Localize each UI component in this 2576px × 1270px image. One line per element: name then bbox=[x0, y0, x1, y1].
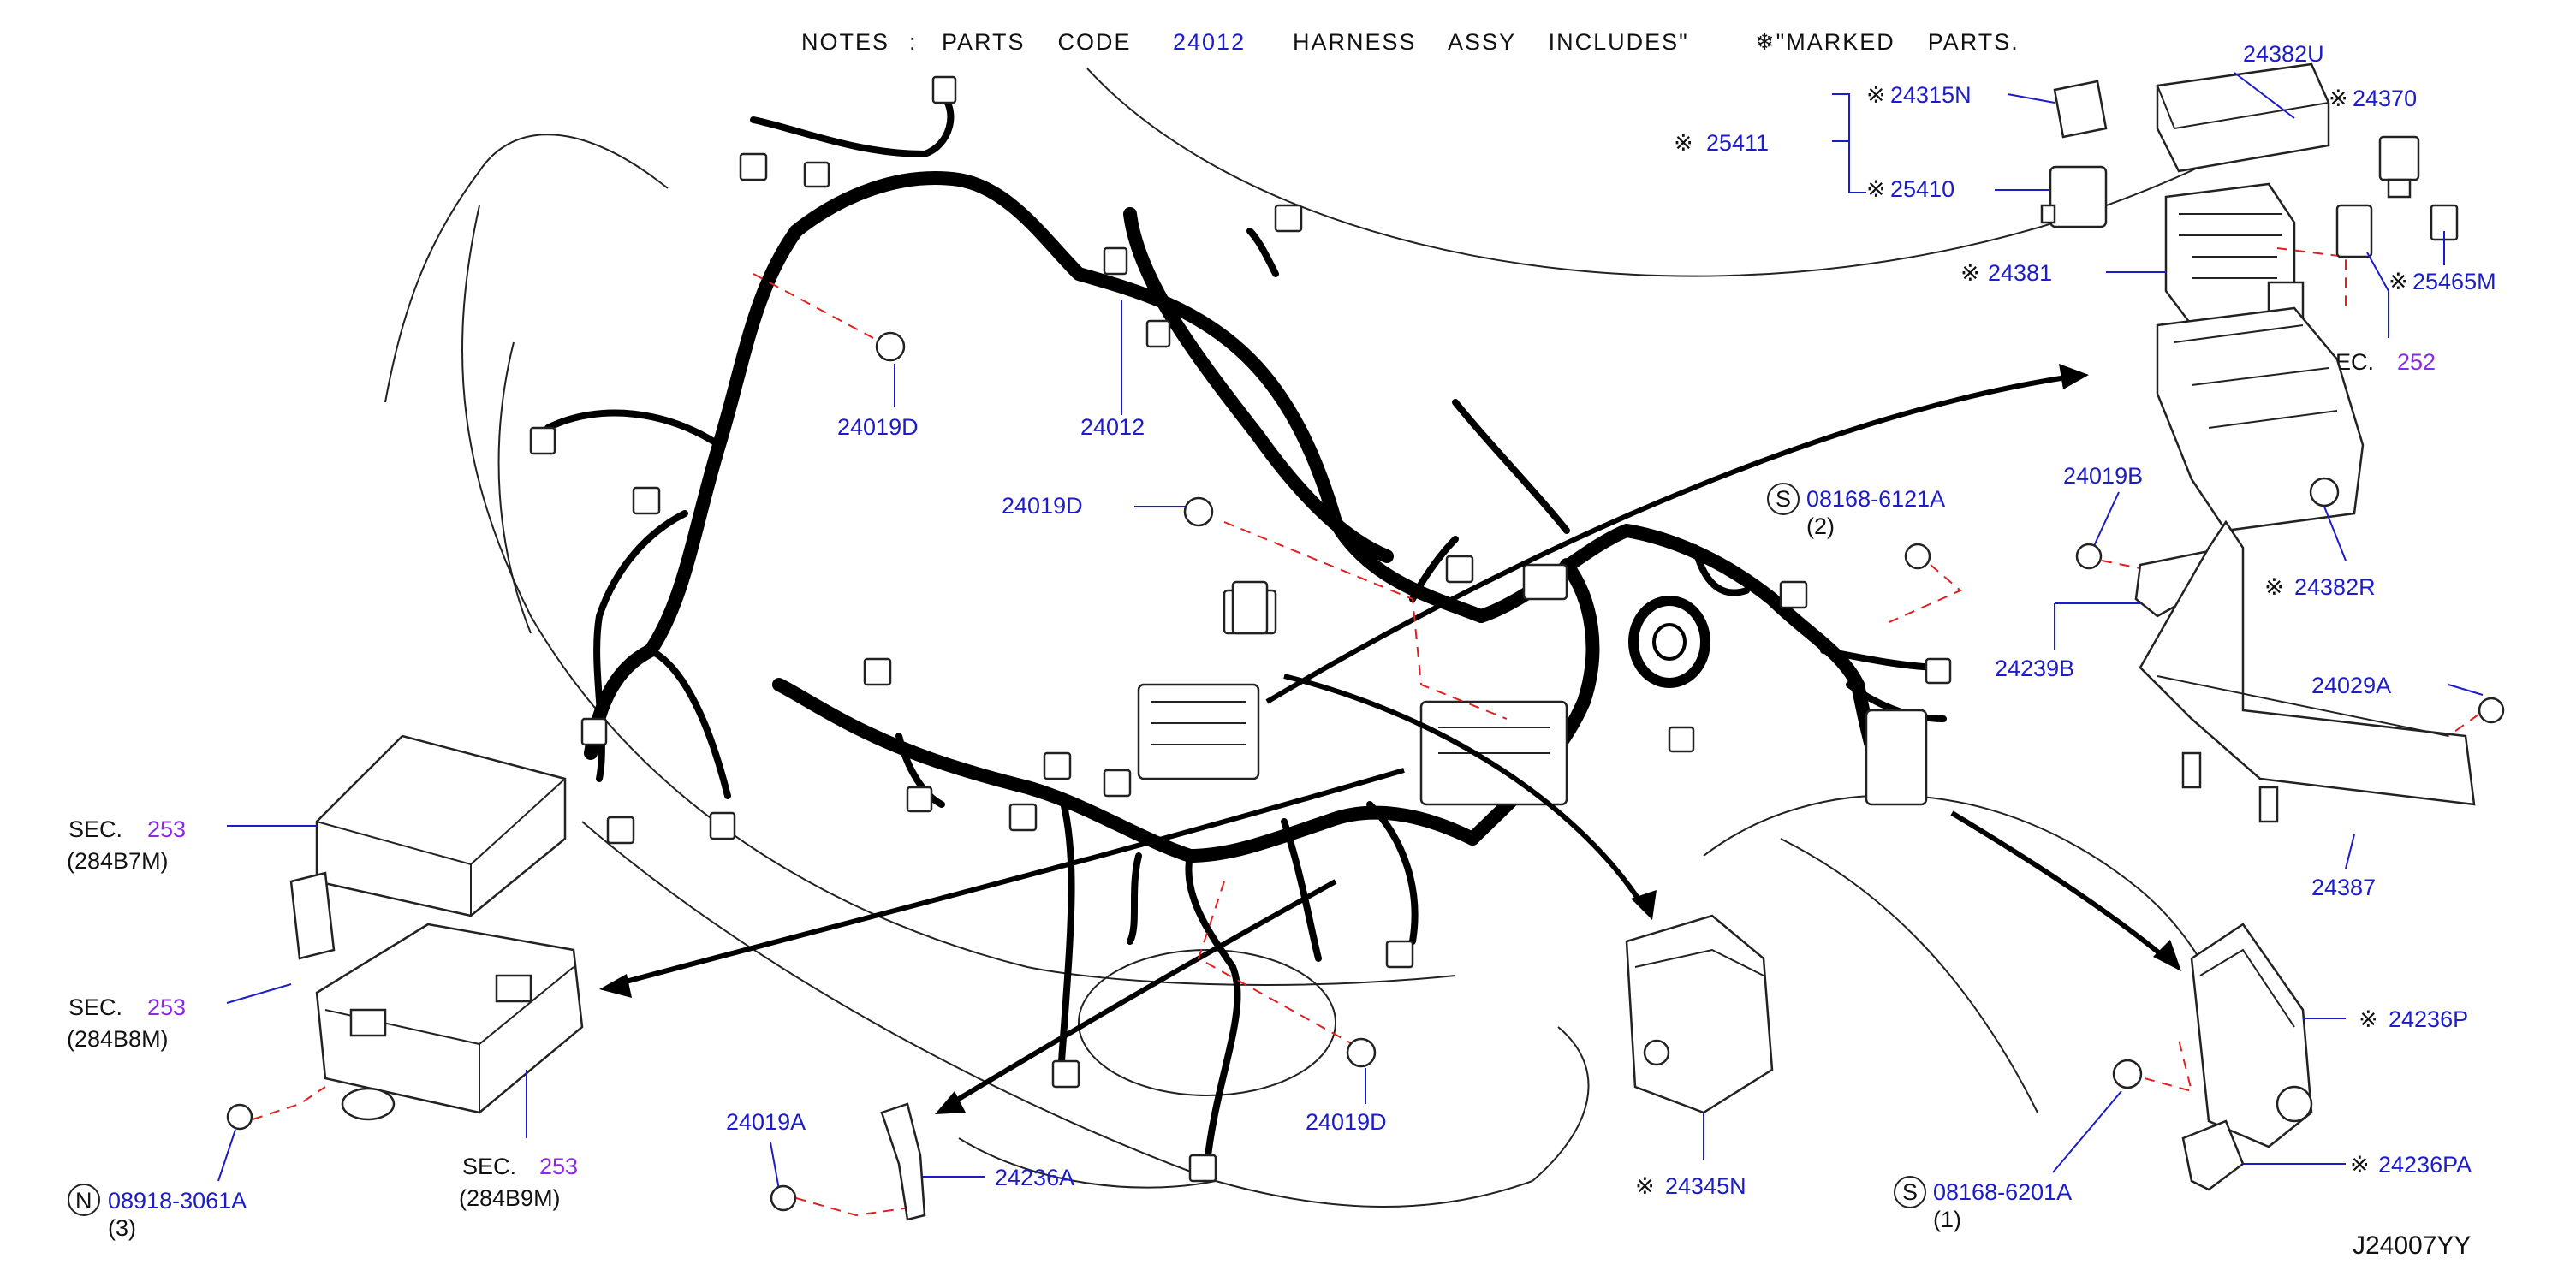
sec-253c-sub: (284B9M) bbox=[459, 1185, 561, 1211]
part-25411[interactable]: 25411 bbox=[1706, 130, 1769, 156]
mark-24236P: ※ bbox=[2359, 1006, 2378, 1032]
circle-s-6201A: S bbox=[1902, 1179, 1918, 1205]
mark-24370: ※ bbox=[2329, 86, 2348, 111]
sec-253a-sub: (284B7M) bbox=[67, 848, 169, 874]
mark-25465M: ※ bbox=[2389, 269, 2408, 294]
bolt-24019D-top: 24019D bbox=[753, 273, 919, 440]
part-24012[interactable]: 24012 bbox=[1080, 414, 1145, 440]
circle-s-6121A: S bbox=[1776, 486, 1791, 512]
circle-n-08918: N bbox=[75, 1188, 92, 1214]
mark-24236PA: ※ bbox=[2350, 1152, 2370, 1178]
qty-08918-3061A: (3) bbox=[108, 1215, 136, 1241]
relay-box-24345N: ※ 24345N bbox=[1625, 914, 1774, 1199]
main-harness bbox=[544, 91, 1947, 1167]
screw-08168-6121A: S 08168-6121A (2) bbox=[1767, 483, 1962, 626]
right-bracket-group: 24019B 24239B 24029A 24387 bbox=[1995, 463, 2505, 900]
circle-n-icon bbox=[68, 1184, 100, 1216]
bracket-24236P-group: ※ 24236P ※ 24236PA S 08168-6201A (1) bbox=[1894, 923, 2472, 1232]
part-24387[interactable]: 24387 bbox=[2311, 875, 2376, 900]
part-24236P[interactable]: 24236P bbox=[2389, 1006, 2468, 1032]
harness-connectors bbox=[529, 75, 1952, 1183]
part-25465M[interactable]: 25465M bbox=[2412, 269, 2496, 294]
notes-line: NOTES : PARTS CODE 24012 HARNESS ASSY IN… bbox=[801, 29, 2020, 55]
vehicle-body-outline bbox=[384, 68, 2244, 1208]
sec-253b-number[interactable]: 253 bbox=[147, 994, 186, 1020]
notes-parts-code[interactable]: 24012 bbox=[1173, 29, 1246, 55]
part-24019D-mid[interactable]: 24019D bbox=[1002, 493, 1083, 519]
qty-08168-6121A: (2) bbox=[1806, 513, 1835, 539]
sec-253b-sub: (284B8M) bbox=[67, 1026, 169, 1052]
diagram-code: J24007YY bbox=[2353, 1231, 2471, 1260]
sec-253b-prefix: SEC. bbox=[68, 994, 122, 1020]
sec-253c-prefix: SEC. bbox=[462, 1154, 516, 1179]
part-24019D-bot[interactable]: 24019D bbox=[1306, 1109, 1387, 1135]
mark-24382R: ※ bbox=[2264, 574, 2284, 600]
notes-prefix: NOTES bbox=[801, 29, 889, 55]
part-25410[interactable]: 25410 bbox=[1890, 176, 1954, 202]
part-24236PA[interactable]: 24236PA bbox=[2378, 1152, 2472, 1178]
part-24382U[interactable]: 24382U bbox=[2243, 41, 2324, 67]
mark-24315N: ※ bbox=[1866, 82, 1886, 108]
part-24382R[interactable]: 24382R bbox=[2294, 574, 2376, 600]
part-24019B[interactable]: 24019B bbox=[2063, 463, 2143, 489]
qty-08168-6201A: (1) bbox=[1933, 1207, 1961, 1232]
bracket-24236A-group: 24019A 24236A bbox=[726, 1102, 1074, 1221]
left-box-group: SEC. 253 (284B7M) SEC. 253 (284B8M) SEC.… bbox=[67, 734, 584, 1241]
bolt-24019D-mid: 24019D bbox=[1002, 493, 1508, 720]
part-24239B[interactable]: 24239B bbox=[1995, 656, 2074, 681]
sec-253a-prefix: SEC. bbox=[68, 816, 122, 842]
part-08168-6201A[interactable]: 08168-6201A bbox=[1933, 1179, 2072, 1205]
circle-s-6201A-icon bbox=[1894, 1176, 1926, 1208]
mark-24345N: ※ bbox=[1635, 1173, 1655, 1199]
sec-253a-number[interactable]: 253 bbox=[147, 816, 186, 842]
part-24370[interactable]: 24370 bbox=[2353, 86, 2417, 111]
mark-25410: ※ bbox=[1866, 176, 1886, 202]
notes-parts-code-label: PARTS CODE bbox=[942, 29, 1132, 55]
circle-s-icon bbox=[1767, 483, 1800, 515]
mark-24381: ※ bbox=[1960, 260, 1980, 286]
fuse-relay-group: 24382U ※ 24370 ※ 24315N ※ 25411 ※ 25410 … bbox=[1674, 41, 2496, 600]
part-24345N[interactable]: 24345N bbox=[1665, 1173, 1746, 1199]
part-24019D-top[interactable]: 24019D bbox=[837, 414, 919, 440]
part-24381[interactable]: 24381 bbox=[1988, 260, 2052, 286]
mark-25411: ※ bbox=[1674, 130, 1693, 156]
detail-arrows bbox=[599, 364, 2181, 1114]
part-24315N[interactable]: 24315N bbox=[1890, 82, 1972, 108]
notes-marked-text: ❄"MARKED PARTS. bbox=[1755, 29, 2020, 55]
sec-253c-number[interactable]: 253 bbox=[539, 1154, 578, 1179]
bolt-24019D-bot: 24019D bbox=[1197, 881, 1387, 1135]
part-08168-6121A[interactable]: 08168-6121A bbox=[1806, 486, 1945, 512]
part-08918-3061A[interactable]: 08918-3061A bbox=[108, 1188, 247, 1214]
notes-colon: : bbox=[909, 29, 918, 55]
notes-harness-text: HARNESS ASSY INCLUDES" bbox=[1293, 29, 1689, 55]
part-24236A[interactable]: 24236A bbox=[995, 1165, 1074, 1190]
sec-252-number[interactable]: 252 bbox=[2397, 349, 2436, 375]
part-24029A[interactable]: 24029A bbox=[2311, 673, 2391, 698]
part-24019A[interactable]: 24019A bbox=[726, 1109, 806, 1135]
